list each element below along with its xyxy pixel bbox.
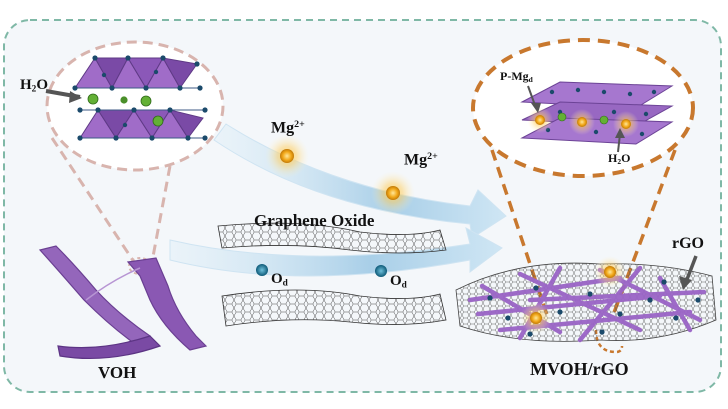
h2o-label-right: H2O <box>608 151 631 166</box>
mg-ion-label-top: Mg2+ <box>271 119 305 137</box>
graphene-oxide-sheet-bottom <box>221 289 447 327</box>
mvoh-layered-structure <box>520 81 674 145</box>
rgo-pointer-arrow <box>679 255 698 290</box>
od-label-right: Od <box>390 273 407 291</box>
graphene-oxide-sheet-top <box>217 222 447 254</box>
mvoh-rgo-label: MVOH/rGO <box>530 359 629 379</box>
voh-ribbon <box>38 245 208 360</box>
voh-label: VOH <box>98 363 137 382</box>
mg-ion-label-right: Mg2+ <box>404 151 438 169</box>
h2o-pointer-arrow <box>45 89 82 103</box>
mg-ion-right <box>371 171 415 215</box>
h2o-right-pointer-arrow <box>615 128 625 153</box>
graphene-oxide-label: Graphene Oxide <box>254 211 375 230</box>
mvoh-rgo-composite <box>455 256 717 343</box>
od-atom-left <box>256 264 268 276</box>
rgo-label: rGO <box>672 235 704 252</box>
p-mg-pointer-arrow <box>527 85 541 113</box>
od-atom-right <box>375 265 387 277</box>
od-reduction-arrow <box>169 227 503 277</box>
voh-crystal-structure <box>72 55 208 141</box>
h2o-label-left: H2O <box>20 77 48 95</box>
mg-ion-top <box>265 134 309 178</box>
od-label-left: Od <box>271 271 288 289</box>
p-mg-label: P-Mgd <box>500 69 533 84</box>
